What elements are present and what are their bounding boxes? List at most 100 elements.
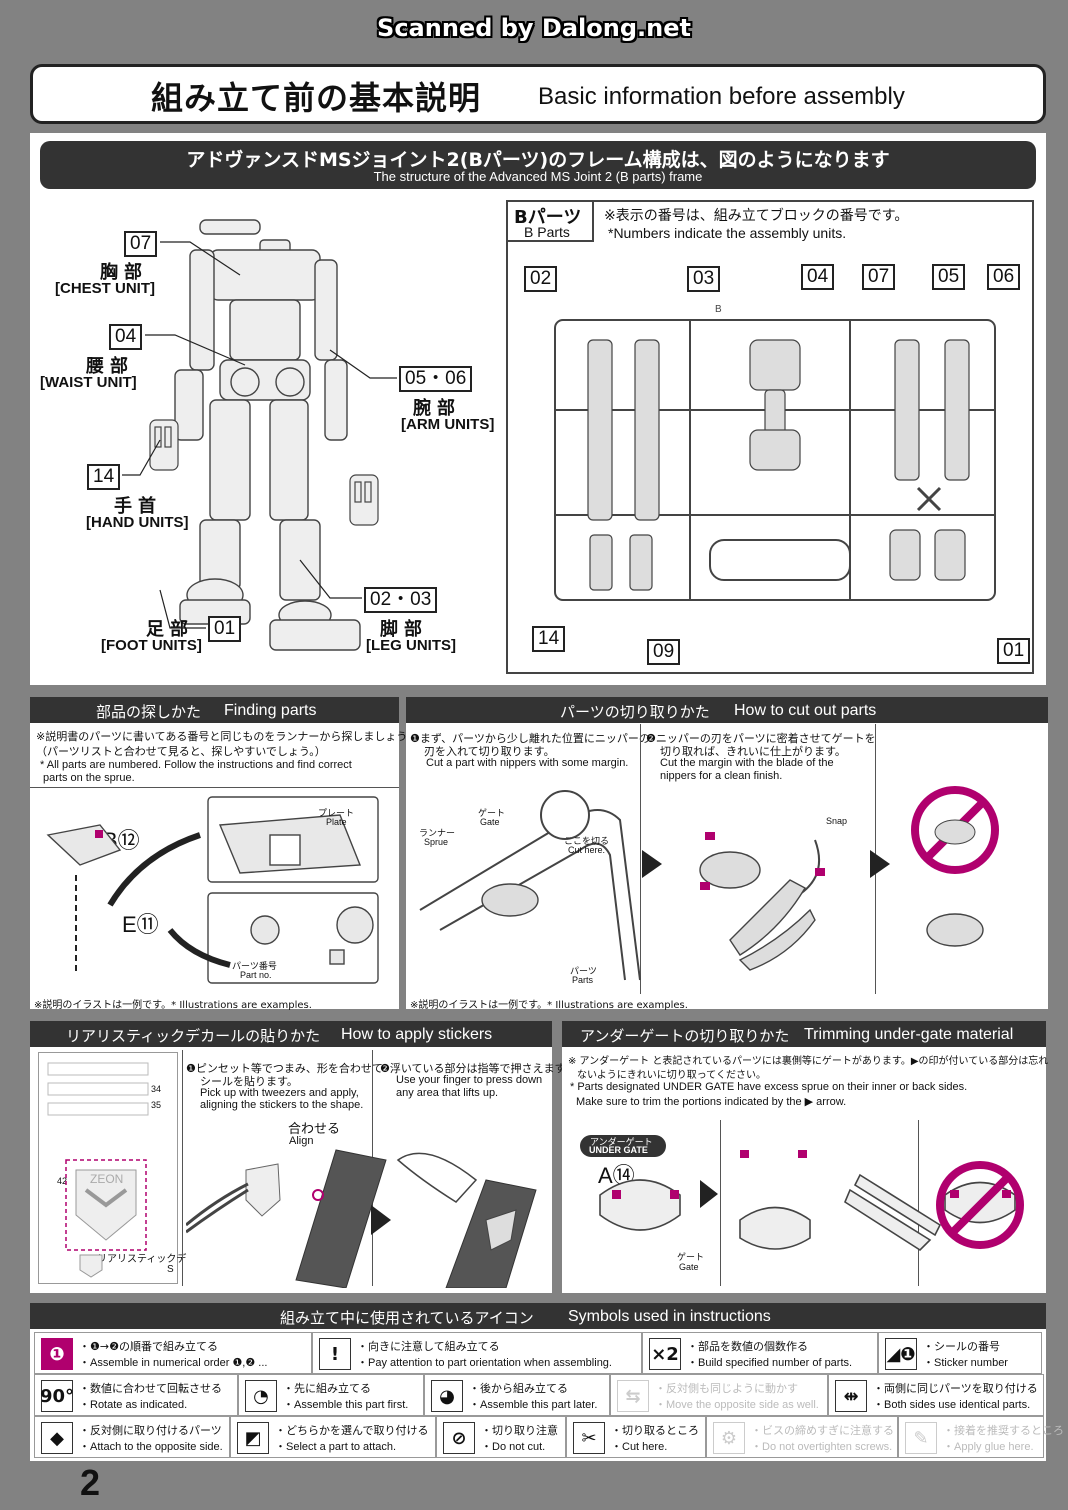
- stickers-align-jp: 合わせる: [288, 1122, 341, 1137]
- unit-label-chest-en: [CHEST UNIT]: [55, 280, 155, 297]
- symbol-label-en: ・Do not overtighten screws.: [751, 1441, 893, 1453]
- finding-illustration: [46, 796, 379, 984]
- symbol-label-jp: ・反対側に取り付けるパーツ: [79, 1424, 222, 1437]
- symbol-icon: ⇆: [617, 1380, 649, 1412]
- unit-label-chest-jp: 胸部: [100, 262, 148, 283]
- symbol-label-en: ・Assemble this part later.: [469, 1399, 598, 1411]
- sticker-sheet-illustration: ZEON: [47, 1062, 149, 1278]
- undergate-note-jp2: ないようにきれいに切り取ってください。: [577, 1070, 766, 1081]
- symbols-title-en: Symbols used in instructions: [568, 1308, 771, 1325]
- cutting-gate-en: Gate: [480, 817, 500, 827]
- symbol-label-jp: ・接着を推奨するところ: [943, 1424, 1064, 1437]
- finding-partno-en: Part no.: [240, 970, 272, 980]
- symbol-label-en: ・Rotate as indicated.: [79, 1399, 188, 1411]
- page-header: 組み立て前の基本説明 Basic information before asse…: [30, 64, 1046, 124]
- sticker-sheet-num-35: 35: [151, 1100, 162, 1110]
- symbol-cell: ⇹・両側に同じパーツを取り付ける・Both sides use identica…: [828, 1374, 1044, 1416]
- unit-label-leg-en: [LEG UNITS]: [366, 637, 456, 654]
- unit-tag-chest: 07: [124, 231, 158, 257]
- robot-frame-illustration: [174, 219, 361, 651]
- stickers-title-bar: [30, 1021, 552, 1047]
- unit-label-waist-en: [WAIST UNIT]: [40, 374, 137, 391]
- symbol-cell: ◆・反対側に取り付けるパーツ・Attach to the opposite si…: [34, 1416, 230, 1458]
- undergate-divider-2: [918, 1120, 919, 1286]
- symbols-title-bar: [30, 1303, 1046, 1329]
- symbol-cell: ⚙・ビスの締めすぎに注意する・Do not overtighten screws…: [706, 1416, 898, 1458]
- symbols-title-jp: 組み立て中に使用されているアイコン: [280, 1309, 534, 1327]
- symbol-label-en: ・Assemble this part first.: [283, 1399, 409, 1411]
- undergate-title-en: Trimming under-gate material: [804, 1026, 1014, 1043]
- cutting-parts-en: Parts: [572, 975, 594, 985]
- bparts-tag-02: 02: [524, 266, 558, 292]
- symbol-label-en: ・Move the opposite side as well.: [655, 1399, 819, 1411]
- symbol-icon: ×2: [649, 1338, 681, 1370]
- symbol-label-en: ・Both sides use identical parts.: [873, 1399, 1031, 1411]
- finding-plate-en: Plate: [326, 817, 347, 827]
- cutting-step1-en: Cut a part with nippers with some margin…: [426, 757, 629, 769]
- symbol-icon: ⇹: [835, 1380, 867, 1412]
- finding-example: ※説明のイラストは一例です。* Illustrations are exampl…: [34, 1000, 312, 1011]
- symbol-icon: 90°: [40, 1380, 74, 1412]
- symbol-label-jp: ・切り取り注意: [481, 1424, 558, 1437]
- unit-label-foot-en: [FOOT UNITS]: [101, 637, 202, 654]
- unit-tag-hand: 14: [87, 464, 121, 490]
- cutting-sprue-jp: ランナー: [419, 829, 456, 839]
- stickers-step1-jp1: ❶ピンセット等でつまみ、形を合わせて: [186, 1062, 383, 1075]
- svg-text:B: B: [715, 304, 722, 315]
- finding-e11: E⑪: [122, 912, 159, 937]
- symbol-icon: ✂: [573, 1422, 605, 1454]
- finding-title-jp: 部品の探しかた: [96, 703, 202, 721]
- symbol-cell: ✂・切り取るところ・Cut here.: [566, 1416, 706, 1458]
- hand-left-illustration: [149, 419, 179, 471]
- symbol-label-jp: ・数値に合わせて回転させる: [79, 1382, 222, 1395]
- finding-note-en1: * All parts are numbered. Follow the ins…: [40, 759, 352, 771]
- unit-label-hand-en: [HAND UNITS]: [86, 514, 189, 531]
- symbol-label-en: ・Build specified number of parts.: [687, 1357, 853, 1369]
- symbol-icon: ⊘: [443, 1422, 475, 1454]
- undergate-badge: [580, 1135, 666, 1157]
- sticker-sheet: [38, 1052, 178, 1284]
- symbol-cell: 90° ・数値に合わせて回転させる・Rotate as indicated.: [34, 1374, 238, 1416]
- symbol-label-jp: ・ビスの締めすぎに注意する: [751, 1424, 894, 1437]
- symbol-icon: ❶: [41, 1338, 73, 1370]
- symbol-cell: ◕・後から組み立てる・Assemble this part later.: [424, 1374, 610, 1416]
- symbol-cell: !・向きに注意して組み立てる・Pay attention to part ori…: [312, 1332, 642, 1374]
- undergate-badge-jp: アンダーゲート: [590, 1138, 653, 1148]
- stickers-apply-illustration: [186, 1149, 537, 1288]
- finding-note-jp1: ※説明書のパーツに書いてある番号と同じものをランナーから探しましょう。: [36, 730, 418, 743]
- watermark: Scanned by Dalong.net: [377, 14, 691, 42]
- page-number: 2: [80, 1462, 101, 1503]
- symbol-cell: ◢❶・シールの番号・Sticker number: [878, 1332, 1042, 1374]
- cutting-step1-jp2: 刃を入れて切り取ります。: [424, 745, 555, 758]
- bparts-tag-07: 07: [862, 264, 896, 290]
- bparts-tag-04: 04: [801, 264, 835, 290]
- symbol-cell: ◩・どちらかを選んで取り付ける・Select a part to attach.: [230, 1416, 436, 1458]
- symbol-cell: ◔・先に組み立てる・Assemble this part first.: [238, 1374, 424, 1416]
- symbol-label-en: ・Apply glue here.: [943, 1441, 1034, 1453]
- bparts-tag-01: 01: [997, 638, 1031, 664]
- bparts-note-jp: ※表示の番号は、組み立てブロックの番号です。: [604, 208, 909, 224]
- stickers-step1-jp2: シールを貼ります。: [200, 1075, 298, 1088]
- symbol-label-en: ・Cut here.: [611, 1441, 668, 1453]
- cutting-title-en: How to cut out parts: [734, 702, 877, 719]
- symbol-label-en: ・Attach to the opposite side.: [79, 1441, 223, 1453]
- symbol-label-jp: ・後から組み立てる: [469, 1382, 568, 1395]
- hand-right-illustration: [349, 474, 379, 526]
- symbol-label-en: ・Sticker number: [923, 1357, 1008, 1369]
- stickers-step2-en2: any area that lifts up.: [396, 1087, 499, 1099]
- bparts-label-box: [506, 200, 594, 242]
- finding-plate-jp: プレート: [318, 809, 355, 819]
- cutting-snap: Snap: [826, 816, 848, 826]
- symbol-icon: ◔: [245, 1380, 277, 1412]
- stickers-divider-1: [182, 1050, 183, 1286]
- undergate-gate-en: Gate: [679, 1262, 699, 1272]
- cutting-step2-en2: nippers for a clean finish.: [660, 770, 783, 782]
- symbol-label-en: ・Do not cut.: [481, 1441, 546, 1453]
- header-title-jp: 組み立て前の基本説明: [151, 79, 482, 117]
- bparts-tag-09: 09: [647, 639, 681, 665]
- bparts-tag-05: 05: [932, 264, 966, 290]
- symbol-cell: ❶・❶→❷の順番で組み立てる・Assemble in numerical ord…: [34, 1332, 312, 1374]
- frame-title-jp: アドヴァンスドMSジョイント2(Bパーツ)のフレーム構成は、図のようになります: [186, 149, 890, 171]
- undergate-title-bar: [562, 1021, 1046, 1047]
- bparts-tag-14: 14: [532, 626, 566, 652]
